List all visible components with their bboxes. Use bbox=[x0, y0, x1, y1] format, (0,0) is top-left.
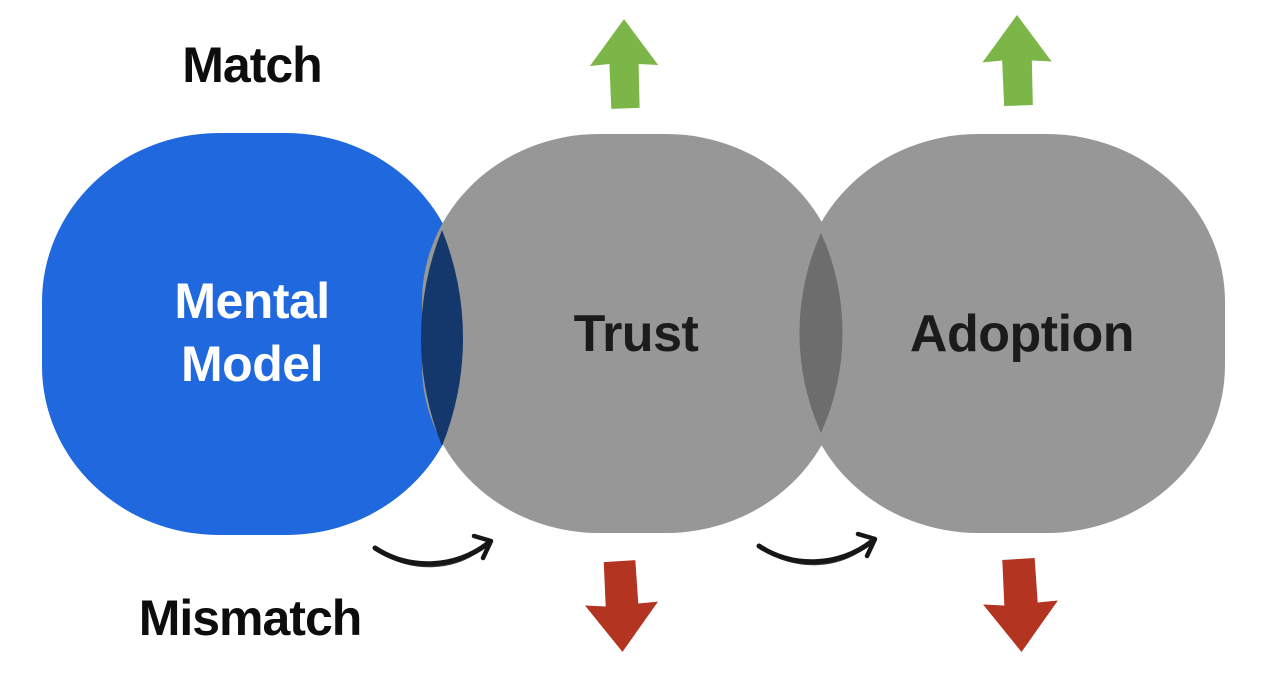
trust-up-arrow-icon bbox=[589, 19, 659, 109]
trust-to-adoption-arrow-curve bbox=[756, 539, 874, 565]
overlap-mental-trust-lens bbox=[420, 230, 464, 446]
adoption-up-arrow-shape bbox=[982, 14, 1052, 107]
mental-model-label: Mental Model bbox=[174, 273, 330, 392]
mental-to-trust-arrow-texture bbox=[377, 549, 481, 568]
trust-down-arrow-icon bbox=[584, 560, 659, 652]
adoption-down-arrow-icon bbox=[983, 558, 1058, 652]
trust-down-arrow-shape bbox=[584, 560, 659, 652]
mismatch-label: Mismatch bbox=[138, 590, 363, 646]
overlap-trust-adoption bbox=[799, 233, 843, 433]
adoption-shape bbox=[800, 134, 1225, 533]
mental-to-trust-arrow-icon bbox=[372, 533, 494, 568]
trust-to-adoption-arrowhead bbox=[855, 531, 878, 559]
mental-model-shape bbox=[42, 133, 463, 535]
adoption-down-arrow-shape bbox=[983, 558, 1058, 652]
trust-shape bbox=[422, 134, 843, 533]
trust-label: Trust bbox=[573, 305, 699, 363]
adoption-label: Adoption bbox=[909, 305, 1135, 363]
trust-to-adoption-arrow-texture bbox=[761, 547, 865, 566]
overlap-trust-adoption-lens bbox=[799, 233, 843, 433]
mental-to-trust-arrowhead bbox=[471, 533, 494, 561]
trust-to-adoption-arrow-icon bbox=[756, 531, 878, 566]
match-label: Match bbox=[182, 37, 322, 93]
overlap-mental-trust bbox=[420, 230, 464, 446]
adoption-up-arrow-icon bbox=[982, 14, 1052, 107]
trust-up-arrow-shape bbox=[589, 19, 659, 109]
mental-to-trust-arrow-curve bbox=[372, 541, 490, 567]
